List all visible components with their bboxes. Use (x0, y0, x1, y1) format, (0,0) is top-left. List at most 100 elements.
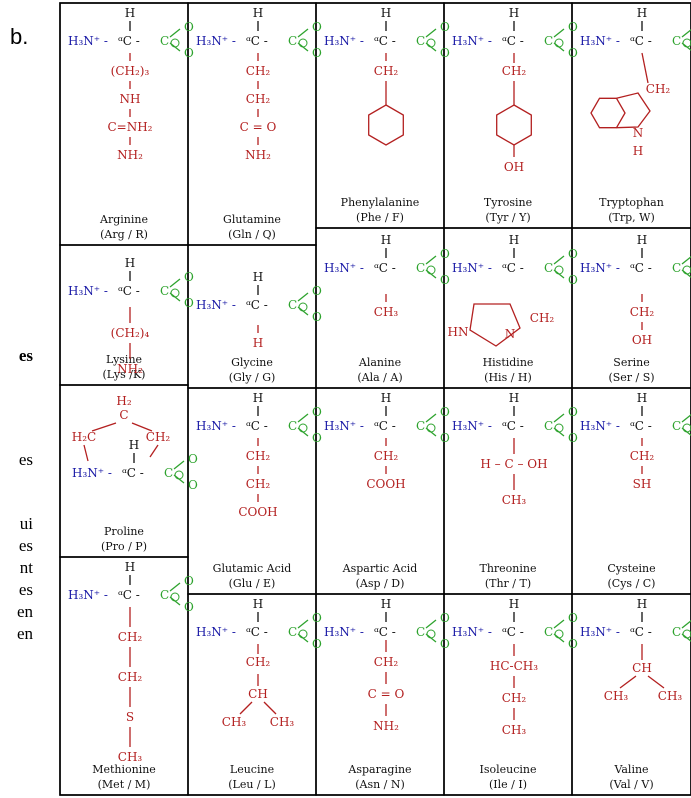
carboxyl-bond (681, 28, 691, 38)
carboxyl-carbon: C (416, 34, 425, 48)
carboxyl-bond (553, 255, 565, 265)
alpha-hydrogen: H (125, 6, 135, 20)
hydroxyl-group: OH (504, 160, 524, 174)
amino-acid-name: Phenylalanine (341, 196, 420, 209)
negative-charge-icon (682, 629, 691, 639)
side-chain-group: NH₂ (117, 148, 143, 162)
alpha-hydrogen: H (381, 597, 391, 611)
alpha-carbon: ᵅC - (502, 261, 524, 275)
negative-charge-icon (298, 629, 308, 639)
amine-group: H₃N⁺ - (452, 261, 492, 275)
alpha-carbon: ᵅC - (502, 34, 524, 48)
negative-charge-icon (682, 265, 691, 275)
negative-charge-icon (554, 265, 564, 275)
carboxyl-oxygen: O (312, 405, 322, 419)
side-text-fragment: en (16, 624, 33, 643)
side-chain-group: CH₃ (118, 750, 143, 764)
amino-acid-abbreviation: (Leu / L) (228, 778, 276, 791)
amino-acid-abbreviation: (Met / M) (98, 778, 151, 791)
amino-acid-name: Asparagine (347, 763, 411, 776)
side-chain-group: HC-CH₃ (490, 659, 538, 673)
benzene-ring (368, 104, 404, 146)
alpha-hydrogen: H (381, 391, 391, 405)
carboxyl-oxygen: O (312, 46, 322, 60)
alpha-hydrogen: H (509, 391, 519, 405)
carboxyl-oxygen: O (184, 20, 194, 34)
bond-line (641, 52, 649, 84)
negative-charge-icon (426, 38, 436, 48)
bond-line (619, 675, 637, 689)
side-text-fragment: es (18, 580, 33, 599)
amine-group: H₃N⁺ - (580, 625, 620, 639)
carboxyl-oxygen: O (184, 296, 194, 310)
amino-acid-name: Isoleucine (480, 763, 537, 776)
side-chain-group: CH₂ (630, 305, 655, 319)
alpha-carbon: ᵅC - (246, 34, 268, 48)
imidazole-nitrogen: HN (448, 325, 469, 339)
carboxyl-carbon: C (544, 625, 553, 639)
alpha-hydrogen: H (637, 6, 647, 20)
amino-acid-abbreviation: (Thr / T) (485, 577, 531, 590)
side-chain-group: C (119, 408, 128, 422)
panel-label: b. (10, 24, 29, 49)
alpha-hydrogen: H (253, 6, 263, 20)
amino-acid-name: Leucine (230, 763, 274, 776)
carboxyl-carbon: C (672, 34, 681, 48)
side-chain-group: CH₂ (246, 449, 271, 463)
amine-group: H₃N⁺ - (196, 625, 236, 639)
side-text-fragment: ui (19, 514, 33, 533)
amino-acid-abbreviation: (Gly / G) (229, 371, 276, 384)
alpha-carbon: ᵅC - (118, 34, 140, 48)
side-chain-group: H₂C (72, 430, 96, 444)
carboxyl-carbon: C (544, 34, 553, 48)
carboxyl-carbon: C (160, 284, 169, 298)
negative-charge-icon (298, 423, 308, 433)
side-chain-group: NH (120, 92, 141, 106)
side-chain-group: CH₂ (630, 449, 655, 463)
carboxyl-oxygen: O (440, 405, 450, 419)
negative-charge-icon (170, 288, 180, 298)
amino-acid-name: Aspartic Acid (342, 562, 418, 575)
carboxyl-carbon: C (416, 261, 425, 275)
side-chain-group: CH₂ (118, 630, 143, 644)
bond-line (239, 701, 253, 715)
amino-acid-name: Serine (613, 356, 649, 369)
amino-acid-name: Alanine (358, 356, 401, 369)
amine-group: H₃N⁺ - (580, 261, 620, 275)
carboxyl-carbon: C (288, 34, 297, 48)
alpha-hydrogen: H (509, 233, 519, 247)
carboxyl-oxygen: O (568, 637, 578, 651)
negative-charge-icon (426, 629, 436, 639)
carboxyl-oxygen: O (568, 405, 578, 419)
carboxyl-oxygen: O (440, 247, 450, 261)
carboxyl-bond (297, 292, 309, 302)
amine-group: H₃N⁺ - (68, 284, 108, 298)
amino-acid-abbreviation: (Arg / R) (100, 228, 148, 241)
alpha-carbon: ᵅC - (374, 419, 396, 433)
amino-acid-abbreviation: (Ile / I) (489, 778, 527, 791)
side-chain-group: CH₃ (222, 715, 247, 729)
carboxyl-bond (553, 413, 565, 423)
carboxyl-carbon: C (544, 261, 553, 275)
carboxyl-carbon: C (672, 261, 681, 275)
amino-acid-name: Threonine (479, 562, 536, 575)
carboxyl-bond (681, 255, 691, 265)
side-chain-group: CH₂ (530, 311, 555, 325)
carboxyl-bond (297, 28, 309, 38)
carboxyl-oxygen: O (440, 637, 450, 651)
carboxyl-carbon: C (288, 298, 297, 312)
side-text-fragment: es (18, 536, 33, 555)
alpha-carbon: ᵅC - (118, 284, 140, 298)
carboxyl-bond (681, 413, 691, 423)
amine-group: H₃N⁺ - (196, 34, 236, 48)
amino-acid-name: Arginine (99, 213, 148, 226)
side-chain-group: CH₃ (502, 493, 527, 507)
negative-charge-icon (426, 265, 436, 275)
side-chain-group: OH (632, 333, 652, 347)
side-chain-group: CH₂ (118, 670, 143, 684)
bond-line (149, 444, 159, 458)
alpha-carbon: ᵅC - (502, 625, 524, 639)
alpha-carbon: ᵅC - (630, 261, 652, 275)
alpha-hydrogen: H (637, 597, 647, 611)
